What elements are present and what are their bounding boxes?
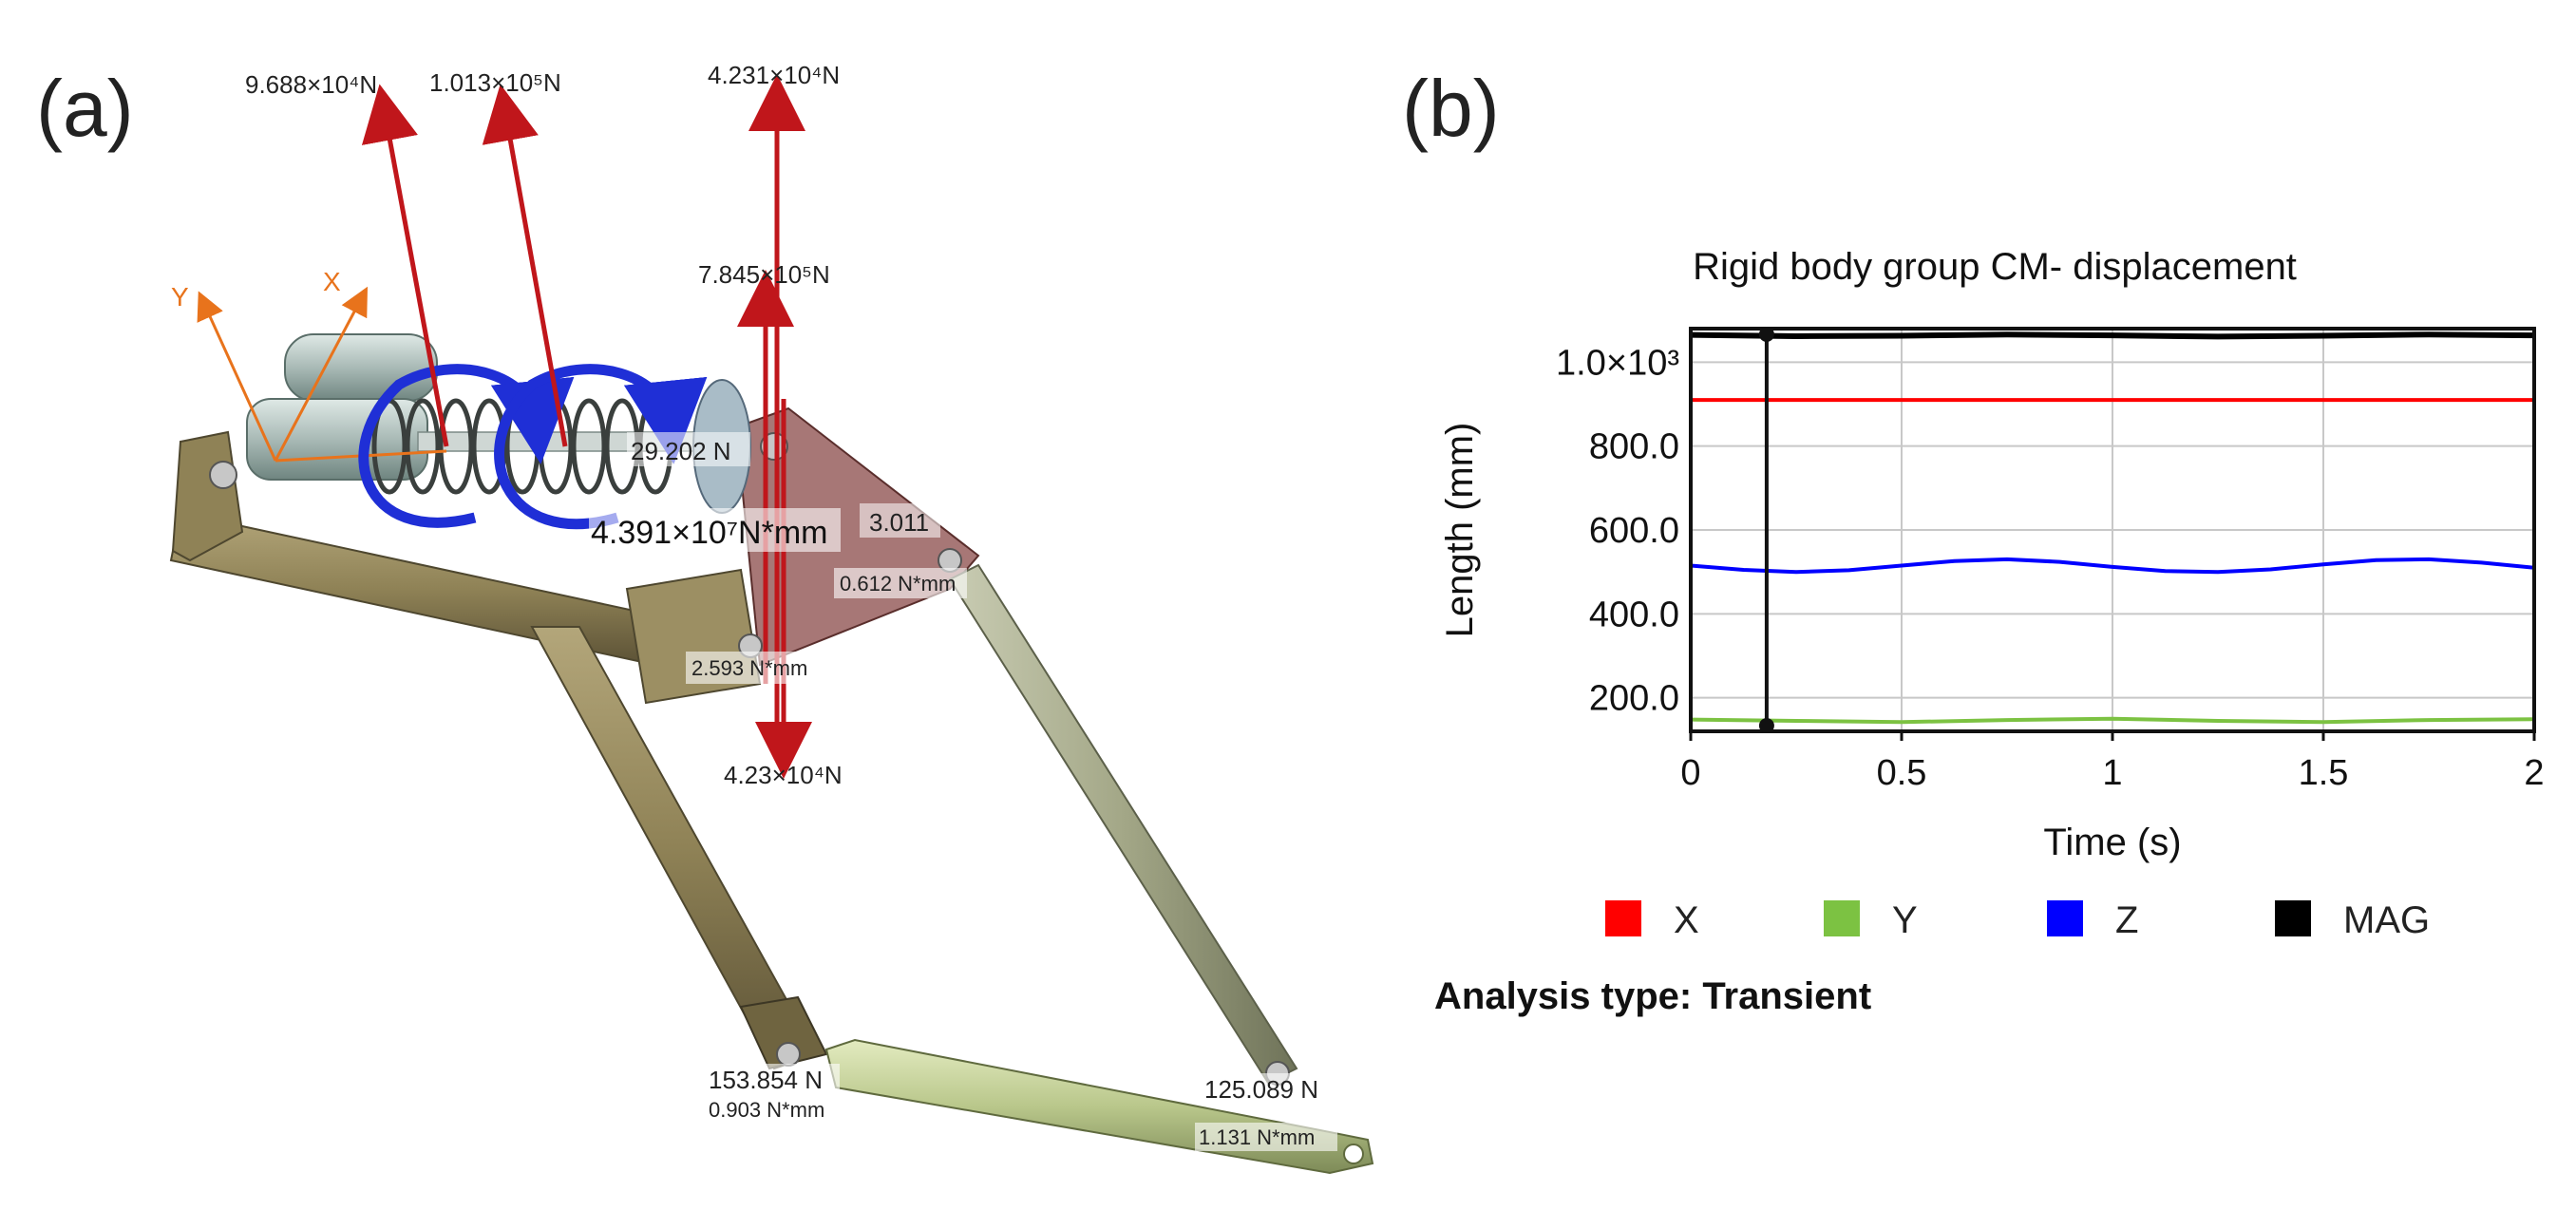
x-tick-label: 0.5 bbox=[1877, 753, 1927, 793]
legend-swatch-mag bbox=[2275, 900, 2311, 936]
x-tick-label: 0 bbox=[1680, 753, 1700, 793]
displacement-chart: Rigid body group CM- displacement 0 0.5 1 1… bbox=[1415, 209, 2574, 1064]
y-axis-label: Length (mm) bbox=[1439, 423, 1481, 638]
force-label: 29.202 N bbox=[631, 437, 731, 465]
panel-label-b: (b) bbox=[1402, 63, 1500, 155]
chart-legend: X Y Z MAG bbox=[1605, 899, 2430, 941]
series-line-mag bbox=[1691, 334, 2534, 336]
legend-swatch-z bbox=[2047, 900, 2083, 936]
y-tick-label: 800.0 bbox=[1589, 427, 1679, 467]
force-label: 4.23×10⁴N bbox=[724, 761, 843, 789]
legend-label-mag: MAG bbox=[2343, 899, 2430, 941]
suspension-model-panel: Y X 9.688×10⁴N 1.013×10⁵N 4.231×10⁴N 7.8… bbox=[0, 0, 1396, 1205]
force-label: 7.845×10⁵N bbox=[698, 260, 830, 289]
force-label: 1.013×10⁵N bbox=[429, 68, 561, 97]
legend-label-y: Y bbox=[1892, 899, 1918, 941]
axis-label-x: X bbox=[323, 267, 341, 296]
legend-swatch-x bbox=[1605, 900, 1641, 936]
legend-swatch-y bbox=[1824, 900, 1860, 936]
x-axis-label: Time (s) bbox=[2043, 822, 2181, 863]
shock-reservoir bbox=[285, 334, 437, 401]
pull-rod bbox=[950, 565, 1297, 1083]
moment-label: 4.391×10⁷N*mm bbox=[591, 515, 828, 551]
boom-eye bbox=[1344, 1144, 1363, 1163]
moment-label: 1.131 N*mm bbox=[1199, 1125, 1315, 1149]
chart-grid bbox=[1691, 329, 2534, 731]
force-label: 125.089 N bbox=[1204, 1075, 1318, 1104]
legend-label-z: Z bbox=[2115, 899, 2138, 941]
suspension-model-illustration: Y X 9.688×10⁴N 1.013×10⁵N 4.231×10⁴N 7.8… bbox=[0, 0, 1396, 1205]
force-label: 9.688×10⁴N bbox=[245, 70, 377, 99]
y-tick-label: 400.0 bbox=[1589, 595, 1679, 634]
cursor-handle-top[interactable] bbox=[1759, 327, 1774, 342]
axis-label-y: Y bbox=[171, 282, 189, 312]
force-label: 4.231×10⁴N bbox=[708, 61, 840, 89]
x-tick-label: 2 bbox=[2524, 753, 2544, 793]
displacement-chart-panel: Rigid body group CM- displacement 0 0.5 1 1… bbox=[1415, 209, 2574, 1064]
y-tick-label: 600.0 bbox=[1589, 511, 1679, 551]
cursor-handle-bottom[interactable] bbox=[1759, 718, 1774, 733]
x-tick-label: 1.5 bbox=[2299, 753, 2349, 793]
chart-title: Rigid body group CM- displacement bbox=[1693, 246, 2297, 288]
analysis-type: Analysis type: Transient bbox=[1434, 975, 1871, 1017]
legend-label-x: X bbox=[1674, 899, 1699, 941]
joint-bolt bbox=[210, 462, 237, 488]
moment-label: 0.903 N*mm bbox=[709, 1098, 824, 1122]
y-tick-label: 1.0×10³ bbox=[1556, 343, 1679, 383]
force-label: 153.854 N bbox=[709, 1066, 823, 1094]
moment-label: 0.612 N*mm bbox=[840, 572, 956, 596]
x-tick-label: 1 bbox=[2102, 753, 2122, 793]
joint-bolt bbox=[777, 1043, 800, 1066]
y-tick-label: 200.0 bbox=[1589, 679, 1679, 719]
force-label: 3.011 bbox=[869, 508, 929, 537]
moment-label: 2.593 N*mm bbox=[691, 656, 807, 680]
